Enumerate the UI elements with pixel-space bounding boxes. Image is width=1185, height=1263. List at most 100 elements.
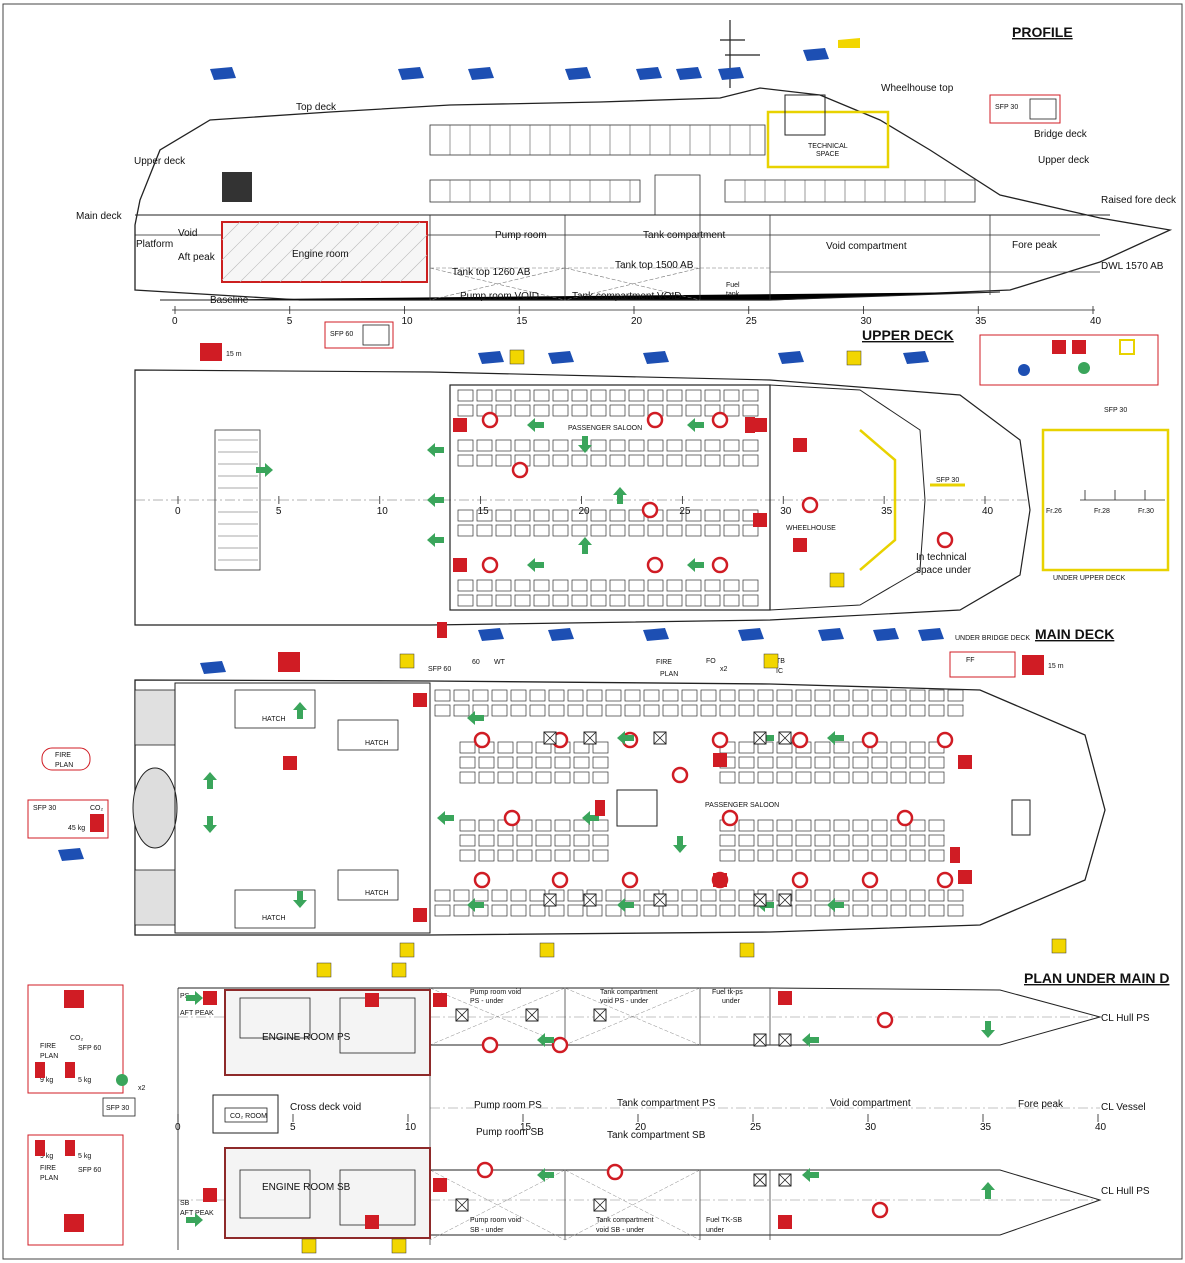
escape-route-arrow-icon (186, 991, 203, 1005)
fire-extinguisher-icon (950, 847, 960, 863)
seat (814, 834, 831, 847)
fire-alarm-icon (433, 993, 447, 1007)
hatch-label-2: HATCH (365, 740, 389, 747)
seat (514, 579, 531, 592)
seat (723, 404, 740, 417)
seat (814, 771, 831, 784)
seat (533, 509, 550, 522)
plan-void-compartment-label: Void compartment (830, 1098, 911, 1109)
seat (552, 579, 569, 592)
co2-label: CO₂ (90, 805, 104, 812)
signage-icon (548, 351, 574, 364)
seat (928, 904, 945, 917)
main-fifteen-m-label: 15 m (1048, 663, 1064, 670)
seat (609, 594, 626, 607)
seat (852, 819, 869, 832)
loudspeaker-icon (391, 962, 407, 978)
lifejacket-icon (481, 1036, 499, 1054)
space-under-label: space under (916, 565, 972, 576)
seat (871, 771, 888, 784)
signage-icon (643, 351, 669, 364)
escape-route-arrow-icon (687, 558, 704, 572)
technical-space-label: TECHNICAL (808, 143, 848, 150)
seat (592, 849, 609, 862)
seat (928, 889, 945, 902)
lifejacket-icon (711, 731, 729, 749)
seat (609, 439, 626, 452)
loudspeaker-icon (301, 1238, 317, 1254)
sfp60-label: SFP 60 (330, 331, 353, 338)
seat (909, 741, 926, 754)
seat (586, 904, 603, 917)
seat (666, 509, 683, 522)
plan-9kg-sb-label: 9 kg (40, 1153, 53, 1160)
tank-comp-void-ps-label: Tank compartment (600, 989, 658, 996)
fire-alarm-icon (283, 756, 297, 770)
escape-route-arrow-icon (981, 1182, 995, 1199)
seat (666, 454, 683, 467)
seat (516, 849, 533, 862)
seat (476, 439, 493, 452)
plan-9kg-label: 9 kg (40, 1077, 53, 1084)
seat (666, 524, 683, 537)
plan-fore-peak-label: Fore peak (1018, 1099, 1064, 1110)
seat (795, 849, 812, 862)
escape-route-arrow-icon (617, 898, 634, 912)
seat (459, 834, 476, 847)
seat (928, 704, 945, 717)
plan-sfp60-label: SFP 60 (78, 1045, 101, 1052)
fire-alarm-icon (778, 1215, 792, 1229)
axis-tick-label: 15 (520, 1122, 532, 1133)
seat (742, 524, 759, 537)
axis-tick-label: 10 (405, 1122, 417, 1133)
fuel-tank-label: Fuel (726, 282, 740, 289)
pump-room-void-label: Pump room VOID (460, 291, 539, 302)
seat (704, 509, 721, 522)
tank-compartment-ps-label: Tank compartment PS (617, 1098, 716, 1109)
main-sfp60-label: SFP 60 (428, 666, 451, 673)
seat (776, 834, 793, 847)
lifejacket-icon (791, 731, 809, 749)
seat (928, 819, 945, 832)
pump-room-sb-label: Pump room SB (476, 1127, 544, 1138)
lifejacket-icon (621, 871, 639, 889)
seat (738, 689, 755, 702)
main-deck-section: MAIN DECK HATCH HATCH HATCH HATCH PASSEN… (27, 626, 1114, 936)
main-60-label: 60 (472, 659, 480, 666)
upper-sfp30-label: SFP 30 (936, 477, 959, 484)
seat (535, 771, 552, 784)
seat (628, 509, 645, 522)
seat (459, 849, 476, 862)
seat (890, 741, 907, 754)
seat (453, 904, 470, 917)
seat (516, 756, 533, 769)
seat (738, 834, 755, 847)
fire-alarm-icon (433, 1178, 447, 1192)
seat (516, 834, 533, 847)
seat (609, 509, 626, 522)
plan-sfp30-label: SFP 30 (106, 1105, 129, 1112)
seat (742, 454, 759, 467)
loudspeaker-icon (829, 572, 845, 588)
seat (909, 904, 926, 917)
seat (757, 771, 774, 784)
seat (552, 454, 569, 467)
signage-icon (548, 628, 574, 641)
seat (666, 594, 683, 607)
plan-plan-sb-label: PLAN (40, 1175, 58, 1182)
fire-extinguisher-icon (745, 417, 755, 433)
technical-space-label-2: SPACE (816, 151, 840, 158)
axis-tick-label: 40 (1095, 1122, 1107, 1133)
seat (571, 389, 588, 402)
seat (628, 524, 645, 537)
seat (833, 889, 850, 902)
seat (890, 756, 907, 769)
signage-icon (636, 67, 662, 80)
seat (795, 771, 812, 784)
seat (514, 594, 531, 607)
main-plan-label: PLAN (660, 671, 678, 678)
seat (552, 404, 569, 417)
seat (719, 889, 736, 902)
seat (478, 849, 495, 862)
